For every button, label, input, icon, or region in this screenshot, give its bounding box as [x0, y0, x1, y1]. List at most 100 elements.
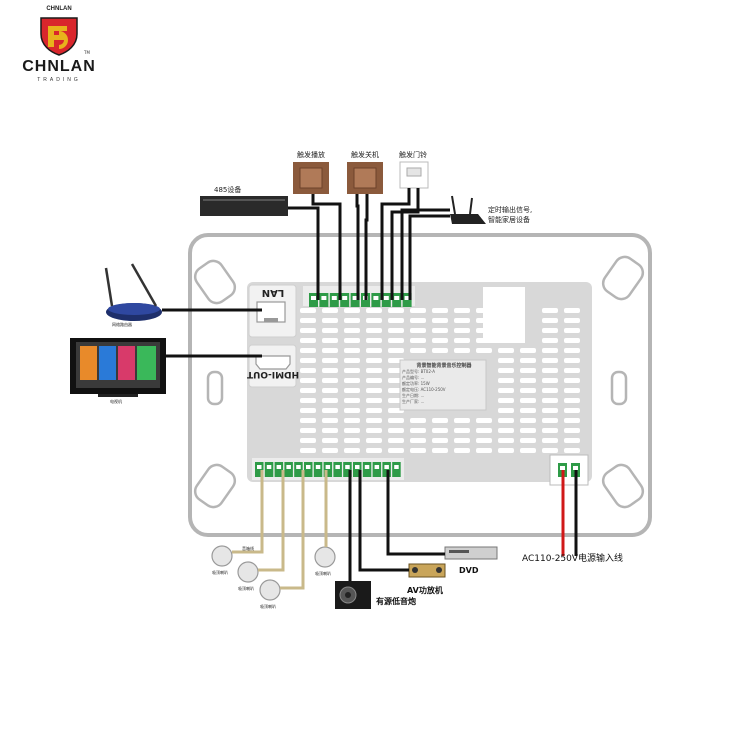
mount-hole-top-left — [193, 259, 237, 305]
vent-slot — [520, 348, 536, 353]
vent-slot — [498, 368, 514, 373]
vent-slot — [564, 408, 580, 413]
vent-slot — [410, 318, 426, 323]
vent-slot — [432, 338, 448, 343]
terminal-pin — [274, 462, 284, 477]
brand-subtitle: TRADING — [37, 77, 81, 83]
blank-label-area — [483, 287, 525, 343]
mount-hole-bottom-right — [601, 463, 645, 509]
vent-slot — [388, 338, 404, 343]
trigger-play-label: 触发播放 — [297, 151, 325, 159]
vent-slot — [322, 438, 338, 443]
vent-slot — [454, 418, 470, 423]
terminal-pin — [304, 462, 313, 477]
terminal-pin — [372, 462, 382, 477]
vent-slot — [366, 428, 382, 433]
vent-slot — [300, 378, 316, 383]
vent-slot — [542, 438, 558, 443]
signal-wires — [162, 188, 450, 581]
television — [70, 338, 166, 397]
amp-label: AV功放机 — [407, 586, 443, 595]
lan-port-label: LAN — [261, 287, 285, 298]
vent-slot — [300, 438, 316, 443]
vent-slot — [520, 448, 536, 453]
terminal-pin — [284, 462, 293, 477]
vent-slot — [498, 388, 514, 393]
brand-name: CHNLAN — [22, 58, 96, 75]
terminal-screw — [335, 465, 340, 469]
trigger-off-switch — [347, 162, 383, 194]
vent-slot — [542, 378, 558, 383]
speaker-label-2: 吸顶喇叭 — [238, 586, 254, 591]
terminal-screw — [345, 465, 350, 469]
vent-slot — [366, 318, 382, 323]
terminal-pin — [353, 462, 362, 477]
brand-small-text: CHNLAN — [46, 6, 72, 12]
terminal-pin — [313, 462, 323, 477]
vent-slot — [520, 368, 536, 373]
vent-slot — [322, 348, 338, 353]
vent-slot — [410, 448, 426, 453]
vent-slot — [300, 418, 316, 423]
bottom-terminals — [255, 462, 401, 477]
vent-slot — [388, 448, 404, 453]
vent-slot — [564, 428, 580, 433]
vent-slot — [542, 408, 558, 413]
vent-slot — [322, 328, 338, 333]
terminal-screw — [355, 465, 360, 469]
vent-slot — [300, 318, 316, 323]
terminal-screw — [342, 296, 348, 300]
vent-slot — [432, 348, 448, 353]
vent-slot — [432, 418, 448, 423]
relay-label-line2: 智能家居设备 — [488, 216, 530, 224]
vent-slot — [454, 338, 470, 343]
vent-slot — [388, 308, 404, 313]
vent-slot — [476, 348, 492, 353]
terminal-screw — [394, 296, 400, 300]
vent-slot — [564, 418, 580, 423]
vent-slot — [542, 418, 558, 423]
vent-slot — [322, 368, 338, 373]
terminal-pin — [362, 462, 372, 477]
shield-logo-icon — [40, 17, 78, 56]
vent-slot — [344, 308, 360, 313]
nameplate-line: 产品编号: ... — [402, 375, 425, 380]
vent-slot — [432, 328, 448, 333]
terminal-pin — [294, 462, 303, 477]
vent-slot — [300, 358, 316, 363]
vent-slot — [520, 378, 536, 383]
terminal-screw — [257, 465, 262, 469]
vent-slot — [454, 448, 470, 453]
vent-slot — [432, 428, 448, 433]
terminal-screw — [321, 296, 327, 300]
vent-slot — [564, 438, 580, 443]
nameplate-line: 产品型号: BT02-A — [402, 369, 435, 374]
vent-slot — [366, 438, 382, 443]
vent-slot — [564, 358, 580, 363]
subwoofer-label: 有源低音炮 — [376, 597, 416, 606]
network-router — [104, 263, 162, 321]
vent-slot — [322, 398, 338, 403]
vent-slot — [542, 338, 558, 343]
vent-slot — [410, 438, 426, 443]
brand-logo: CHNLAN TM CHNLAN TRADING — [0, 0, 120, 90]
vent-slot — [564, 388, 580, 393]
vent-slot — [454, 428, 470, 433]
hdmi-port-label: HDMI-OUT — [246, 369, 300, 379]
vent-slot — [520, 388, 536, 393]
vent-slot — [498, 438, 514, 443]
vent-slot — [322, 408, 338, 413]
vent-slot — [542, 348, 558, 353]
vent-slot — [322, 388, 338, 393]
vent-slot — [344, 398, 360, 403]
vent-slot — [498, 378, 514, 383]
vent-slot — [520, 358, 536, 363]
router-label: 网络路由器 — [112, 322, 132, 327]
vent-slot — [322, 428, 338, 433]
vent-slot — [410, 418, 426, 423]
vent-slot — [344, 348, 360, 353]
vent-slot — [322, 338, 338, 343]
nameplate-line: 生产厂家: ... — [402, 399, 425, 404]
vent-slot — [564, 318, 580, 323]
terminal-pin — [392, 462, 401, 477]
